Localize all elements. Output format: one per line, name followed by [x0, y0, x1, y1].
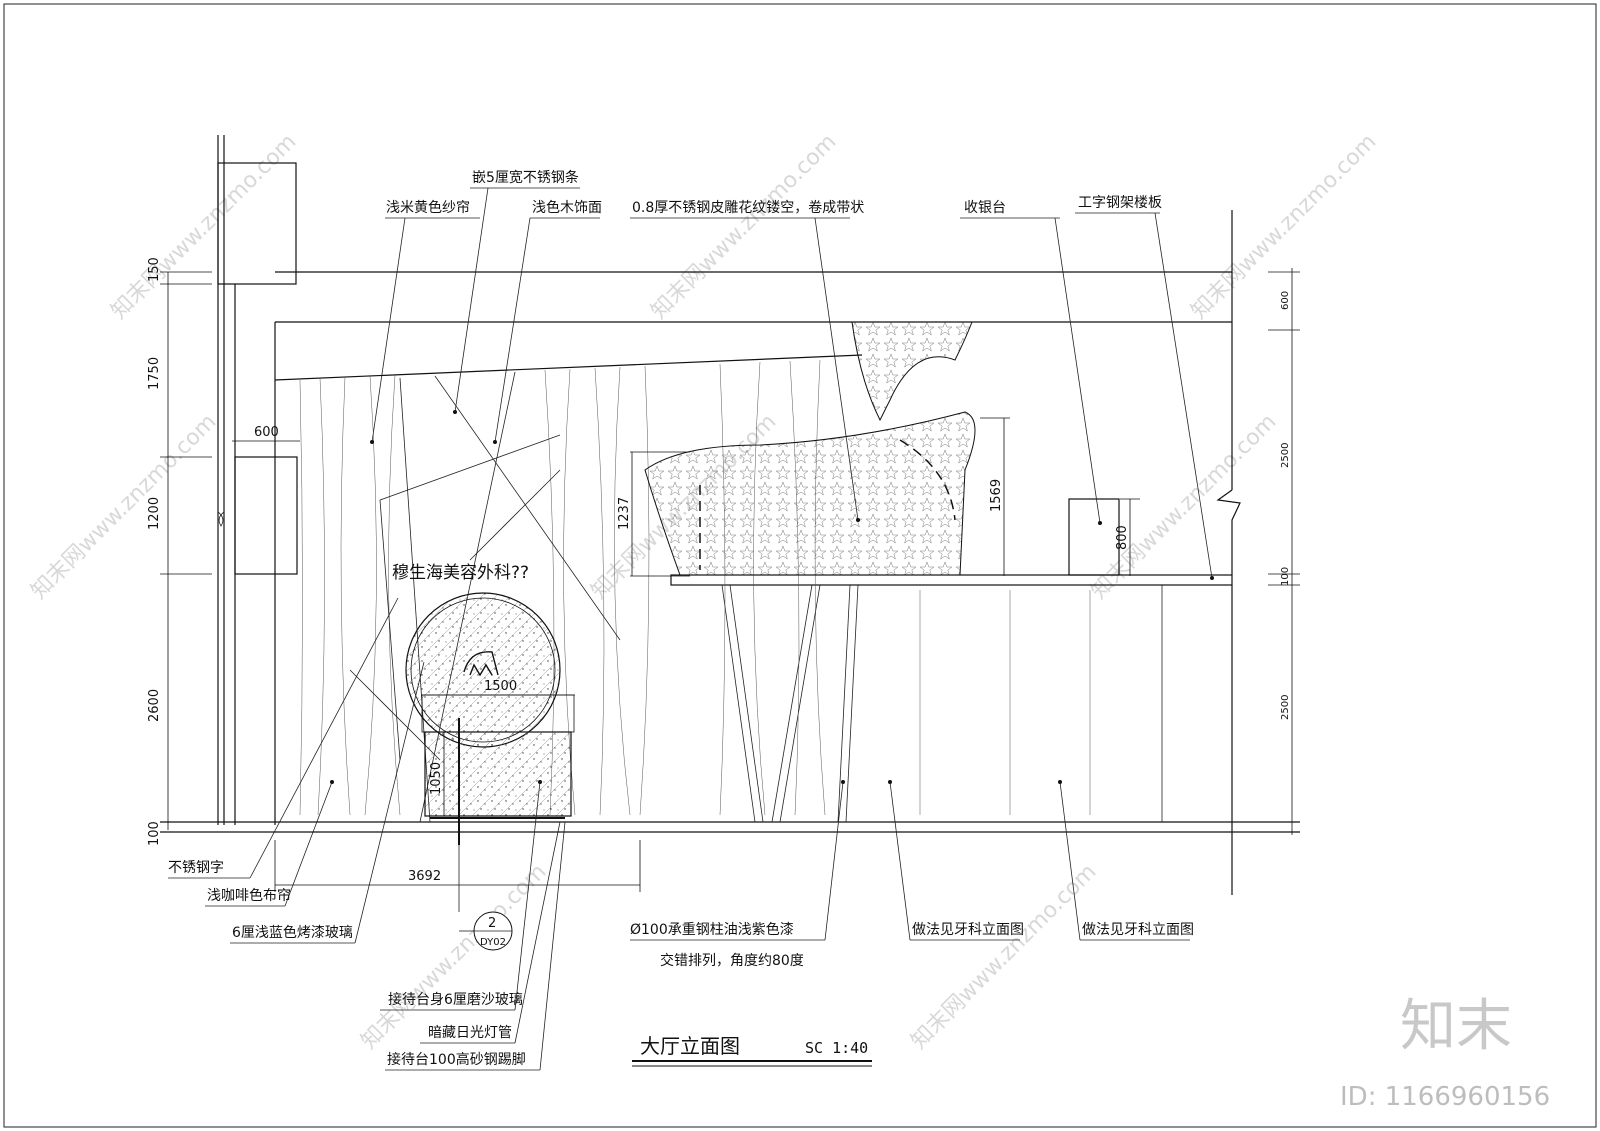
- label-cashier: 收银台: [964, 200, 1006, 216]
- title-main: 大厅立面图: [640, 1034, 740, 1058]
- dim-desk-1050: 1050: [429, 762, 444, 795]
- dim-h-1237: 1237: [617, 497, 632, 530]
- structure: [160, 135, 1300, 895]
- watermark-id: ID: 1166960156: [1340, 1082, 1550, 1112]
- dim-left-2600: 2600: [147, 689, 162, 722]
- label-steel-strip: 嵌5厘宽不锈钢条: [472, 169, 579, 186]
- wall-panel-mid: [234, 456, 298, 575]
- wall-panel-top: [217, 162, 297, 285]
- dim-h-800: 800: [1115, 525, 1130, 550]
- dim-right-2500a: 2500: [1280, 443, 1291, 468]
- section-ref: DY02: [480, 937, 506, 948]
- label-hidden-light: 暗藏日光灯管: [428, 1025, 512, 1041]
- dim-left-100: 100: [147, 821, 162, 846]
- sheet-border: [3, 3, 1597, 1128]
- dim-top-600: 600: [254, 425, 279, 440]
- label-reception-glass: 接待台身6厘磨沙玻璃: [388, 991, 523, 1008]
- title-scale: SC 1:40: [805, 1039, 868, 1057]
- watermark-site-1: 知末网www.znzmo.com: [107, 129, 302, 324]
- dim-left-1750: 1750: [147, 357, 162, 390]
- label-yarn-curtain: 浅米黄色纱帘: [386, 199, 470, 216]
- drawing-title: 大厅立面图 SC 1:40: [632, 1034, 872, 1067]
- upper-floor-slab: [670, 574, 1233, 586]
- dim-right-2500b: 2500: [1280, 695, 1291, 720]
- leader-dots: [330, 410, 1214, 784]
- label-brown-curtain: 浅咖啡色布帘: [207, 887, 291, 904]
- dim-right-100: 100: [1280, 567, 1291, 586]
- watermark-site-2: 知末网www.znzmo.com: [647, 129, 842, 324]
- dim-left-150: 150: [147, 257, 162, 282]
- label-column-line1: Ø100承重钢柱油浅紫色漆: [630, 921, 794, 938]
- label-wood-face: 浅色木饰面: [532, 199, 602, 216]
- section-number: 2: [488, 916, 496, 931]
- watermark-brand: 知末: [1400, 994, 1512, 1059]
- dim-width-3692: 3692: [408, 869, 441, 884]
- dim-desk-1500: 1500: [484, 679, 517, 694]
- label-column-line2: 交错排列，角度约80度: [660, 952, 804, 969]
- label-steel-floor: 工字钢架楼板: [1078, 195, 1162, 211]
- label-steel-skin: 0.8厚不锈钢皮雕花纹镂空，卷成带状: [632, 200, 864, 216]
- dimension-texts: 150 1750 1200 2600 100 600 3692 1500 105…: [147, 257, 1291, 884]
- label-see-plan-1: 做法见牙科立面图: [912, 922, 1024, 938]
- sign-text: 穆生海美容外科??: [392, 563, 529, 583]
- dim-right-600: 600: [1280, 291, 1291, 310]
- label-reception-foot: 接待台100高砂钢踢脚: [387, 1051, 526, 1068]
- label-see-plan-2: 做法见牙科立面图: [1082, 922, 1194, 938]
- cashier-counter: [1068, 498, 1120, 576]
- reception-desk: [405, 592, 575, 845]
- dimension-lines: [160, 268, 1300, 892]
- dim-left-1200: 1200: [147, 497, 162, 530]
- label-steel-letters: 不锈钢字: [168, 860, 224, 876]
- annotations: 浅米黄色纱帘 嵌5厘宽不锈钢条 浅色木饰面 0.8厚不锈钢皮雕花纹镂空，卷成带状…: [168, 169, 1194, 1068]
- dim-h-1569: 1569: [989, 479, 1004, 512]
- watermark-site-4: 知末网www.znzmo.com: [27, 409, 222, 604]
- leader-lines: [168, 187, 1213, 1071]
- steel-skin-band: [644, 321, 976, 576]
- label-blue-glass: 6厘浅蓝色烤漆玻璃: [232, 924, 353, 941]
- watermark-site-8: 知末网www.znzmo.com: [907, 859, 1102, 1054]
